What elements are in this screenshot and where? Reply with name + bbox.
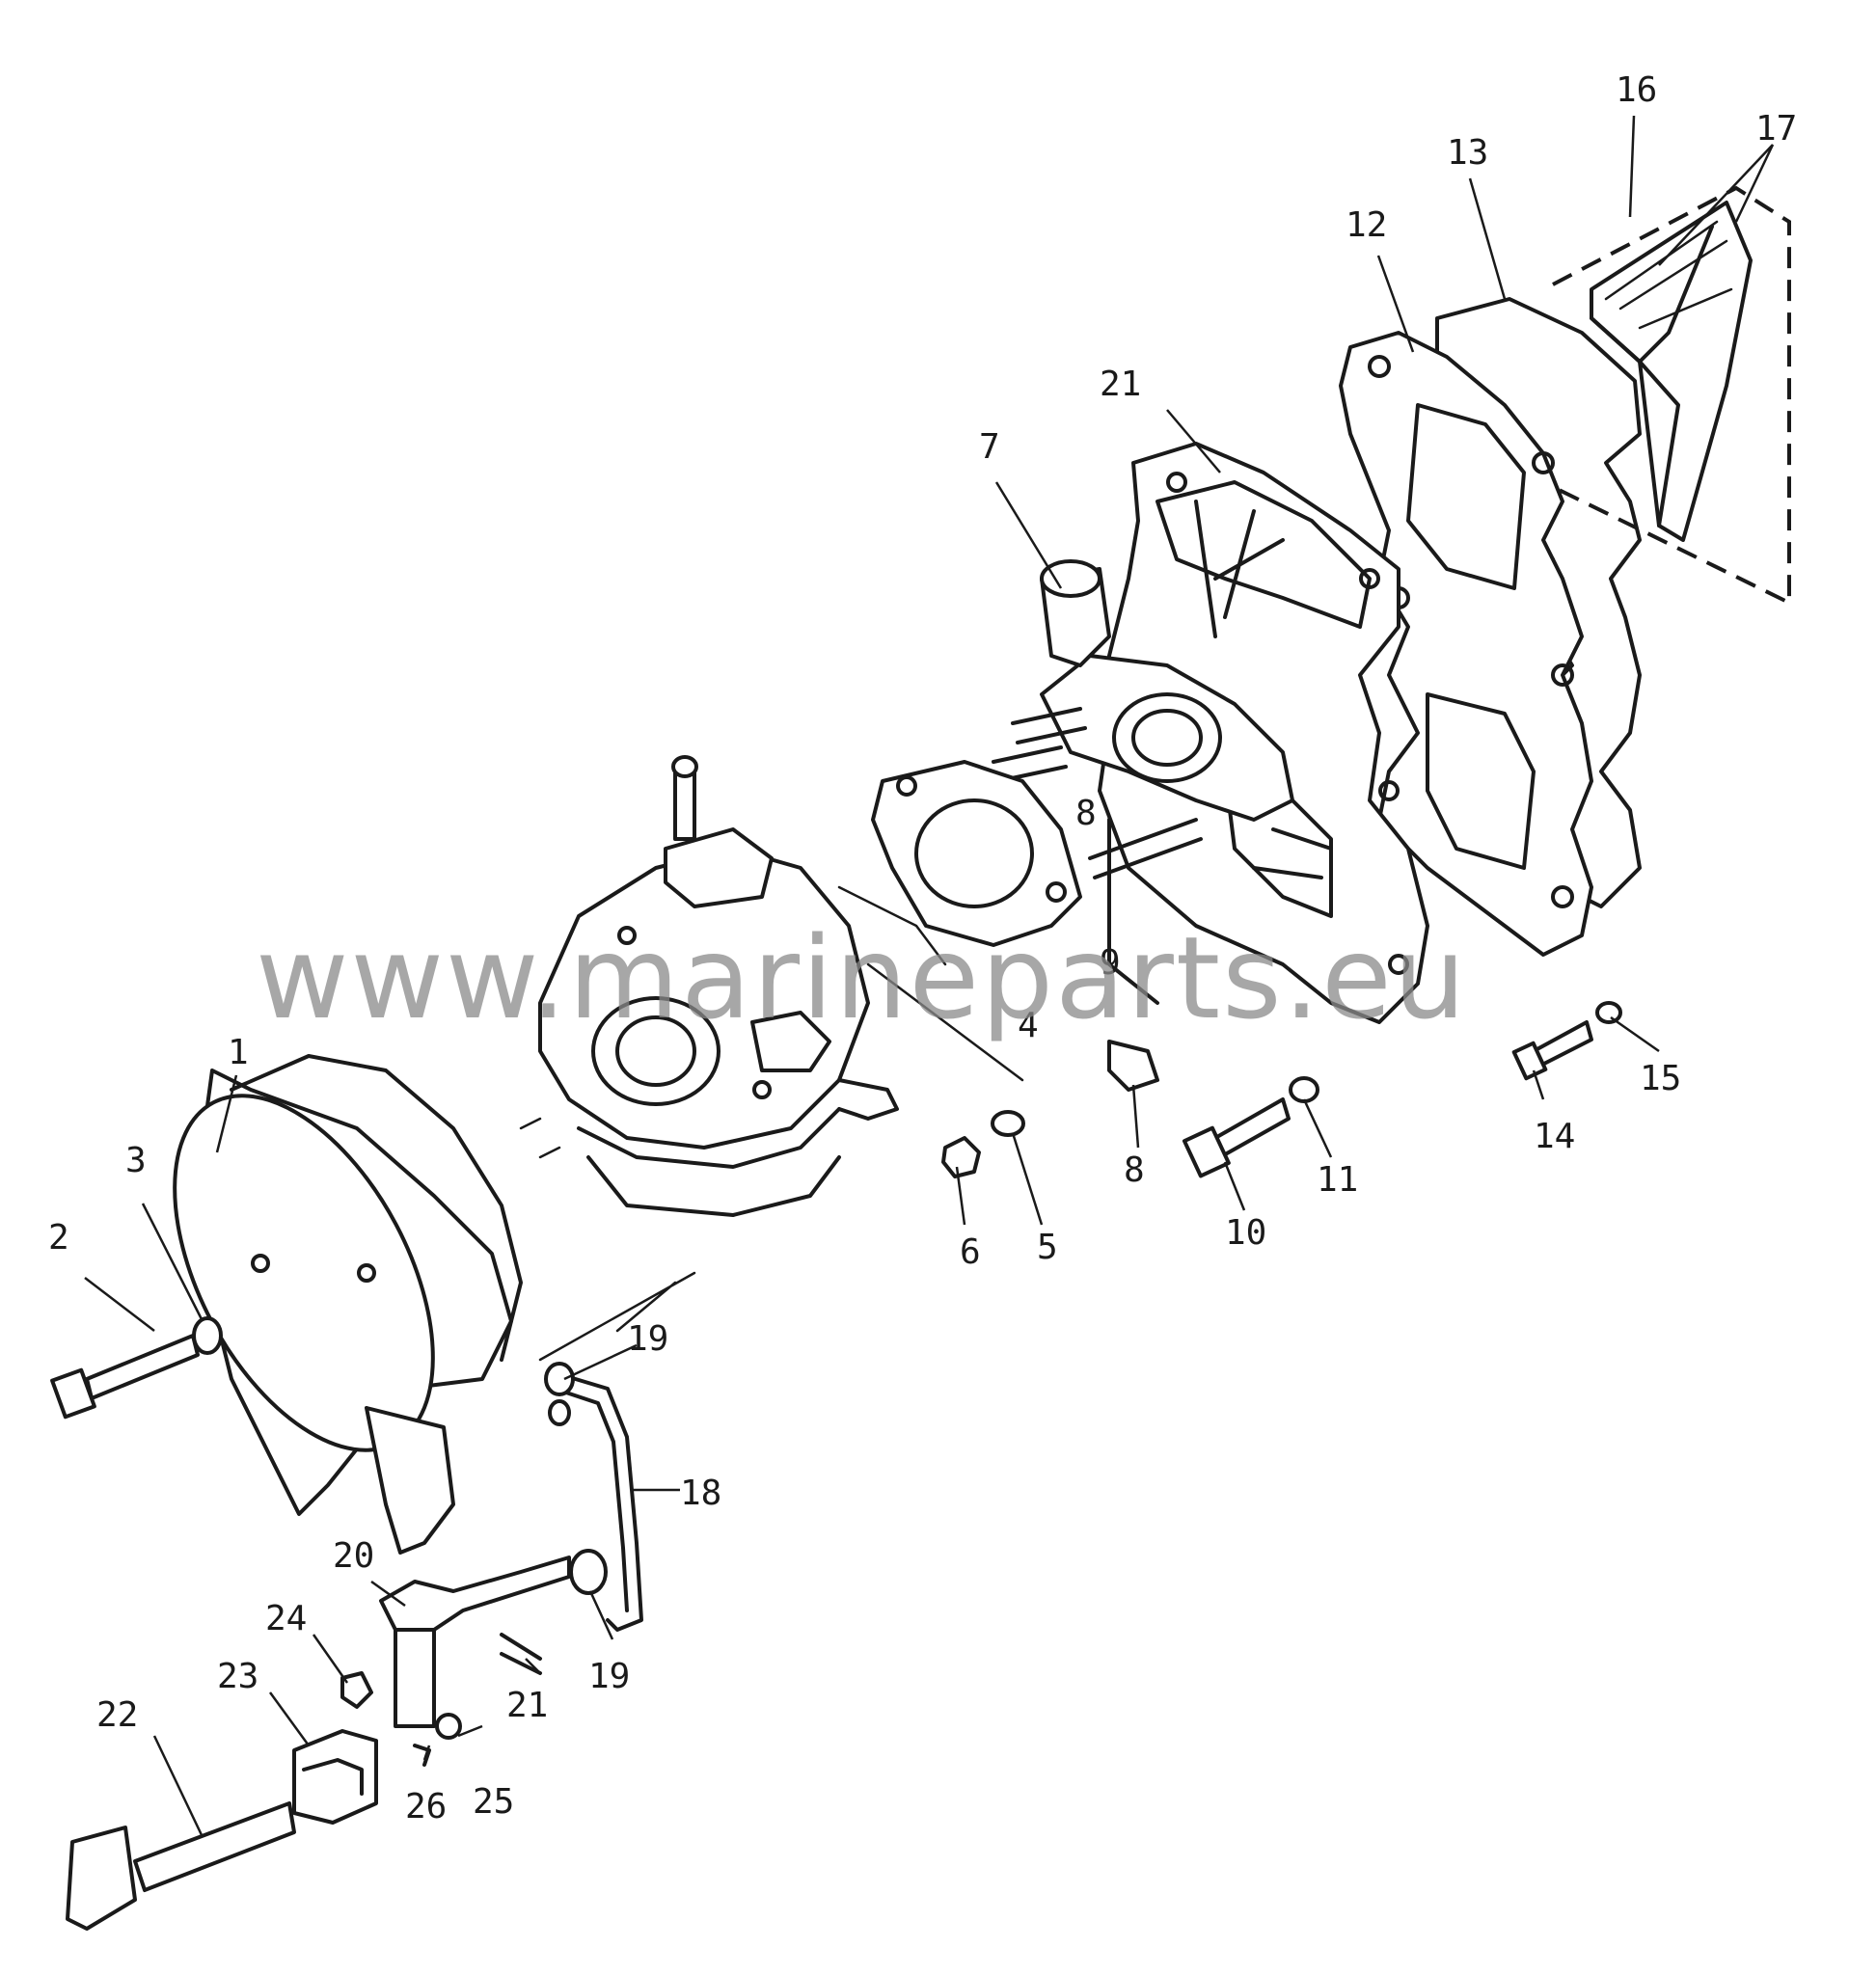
callout-19-lower: 19 xyxy=(588,1657,630,1696)
air-silencer-cover xyxy=(173,1054,561,1555)
choke-rod xyxy=(538,1271,696,1632)
callout-13: 13 xyxy=(1447,133,1488,173)
callout-4: 4 xyxy=(1018,1006,1039,1045)
callout-10: 10 xyxy=(1225,1213,1266,1253)
screw-and-washer xyxy=(50,1316,223,1420)
callout-7: 7 xyxy=(979,427,1000,467)
callout-14: 14 xyxy=(1534,1117,1575,1156)
callout-labels: 1 2 3 7 21 12 13 16 17 8 9 4 5 6 8 10 11… xyxy=(48,70,1797,1826)
choke-knob-assembly xyxy=(66,1671,462,1931)
callout-21-top: 21 xyxy=(1100,365,1141,404)
callout-9: 9 xyxy=(1100,943,1121,983)
carburetor xyxy=(538,755,1024,1217)
callout-25: 25 xyxy=(473,1782,514,1822)
callout-23: 23 xyxy=(217,1657,258,1696)
watermark: www.marineparts.eu xyxy=(256,911,1468,1044)
studs xyxy=(992,707,1203,1092)
choke-lever xyxy=(379,1549,608,1728)
callout-1: 1 xyxy=(228,1033,249,1072)
callout-18: 18 xyxy=(680,1474,721,1513)
callout-15: 15 xyxy=(1640,1059,1681,1098)
callout-17: 17 xyxy=(1755,109,1797,149)
callout-12: 12 xyxy=(1346,205,1387,245)
callout-5: 5 xyxy=(1037,1228,1058,1267)
carburetor-adapter-housing xyxy=(1040,559,1294,1005)
callout-11: 11 xyxy=(1317,1160,1358,1200)
callout-22: 22 xyxy=(96,1695,138,1735)
callout-3: 3 xyxy=(125,1141,147,1180)
callout-26: 26 xyxy=(405,1787,447,1826)
callout-2: 2 xyxy=(48,1218,69,1258)
callout-6: 6 xyxy=(960,1232,981,1272)
reed-valve-assembly xyxy=(1542,185,1791,607)
callout-16: 16 xyxy=(1616,70,1657,110)
flange-gasket xyxy=(871,760,1082,947)
callout-19-upper: 19 xyxy=(627,1319,668,1359)
callout-8-lower: 8 xyxy=(1124,1150,1145,1190)
callout-24: 24 xyxy=(265,1599,307,1638)
callout-21-lower: 21 xyxy=(506,1686,548,1725)
callout-20: 20 xyxy=(333,1536,374,1576)
leader-lines xyxy=(84,115,1775,1838)
callout-8-upper: 8 xyxy=(1075,794,1097,833)
